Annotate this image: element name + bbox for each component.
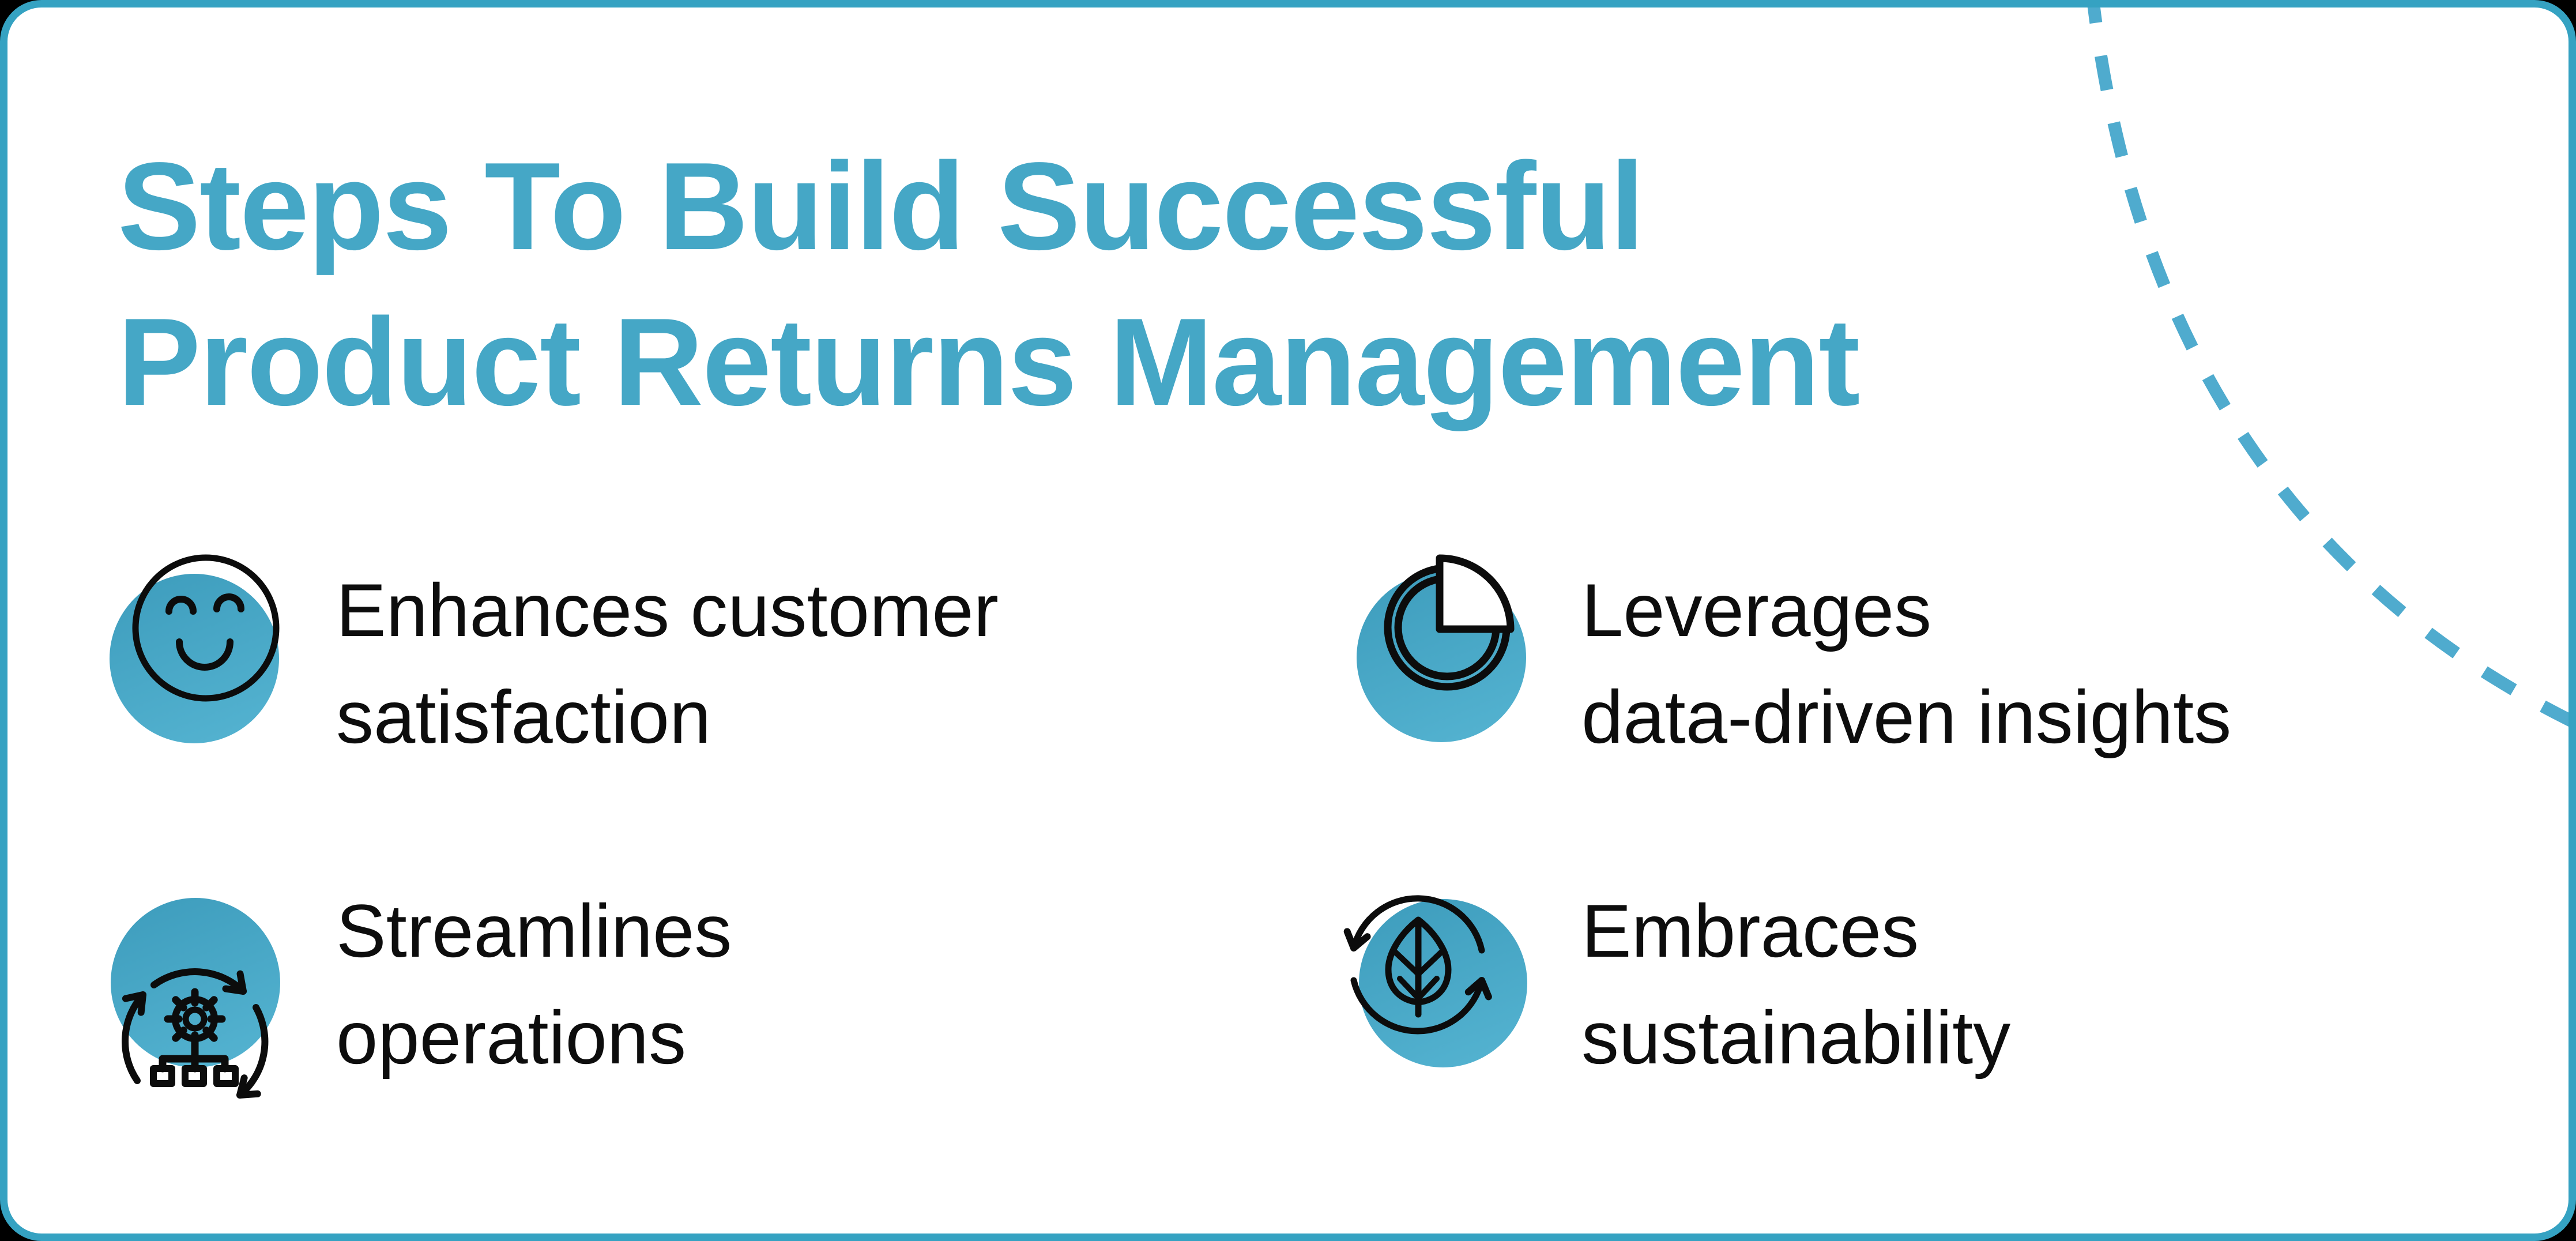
item-line: operations xyxy=(336,995,687,1080)
left-eye xyxy=(165,596,197,615)
recycle-arrow-top xyxy=(1343,895,1485,954)
item-line: Leverages xyxy=(1581,568,1932,652)
dashed-curve-decoration xyxy=(2087,7,2569,727)
item-line: Embraces xyxy=(1581,889,1919,973)
cycle-arrow-right xyxy=(236,1004,269,1099)
face-outline xyxy=(132,554,280,702)
item-text-data-insights: Leverages data-driven insights xyxy=(1581,557,2231,770)
cycle-arrow-top xyxy=(150,968,247,995)
gear-hole xyxy=(182,1006,208,1032)
org-chart-boxes xyxy=(150,1065,239,1087)
item-line: data-driven insights xyxy=(1581,675,2232,759)
pie-inner-arc xyxy=(1394,574,1500,680)
org-chart-connectors xyxy=(159,1042,229,1073)
icon-circle xyxy=(111,898,280,1067)
item-line: sustainability xyxy=(1581,995,2011,1080)
cycle-arrow-left xyxy=(122,991,146,1084)
icon-circle xyxy=(110,574,279,743)
pie-outer-arc xyxy=(1384,564,1511,691)
smile xyxy=(176,638,234,671)
card-clip xyxy=(7,7,2569,1234)
title-line-1: Steps To Build Successful xyxy=(118,136,1645,276)
recycle-arrow-bottom xyxy=(1350,977,1492,1035)
item-line: Streamlines xyxy=(336,889,732,973)
leaf-veins xyxy=(1392,949,1444,1001)
pie-chart-icon xyxy=(1357,554,1526,742)
item-line: Enhances customer xyxy=(336,568,999,652)
item-text-operations: Streamlines operations xyxy=(336,878,732,1091)
item-text-sustainability: Embraces sustainability xyxy=(1581,878,2010,1091)
gear-teeth xyxy=(164,988,226,1050)
leaf-recycle-icon xyxy=(1343,895,1527,1067)
gear-org-chart-cycle-icon xyxy=(111,898,280,1099)
item-line: satisfaction xyxy=(336,675,711,759)
right-eye xyxy=(213,593,244,612)
smiley-face-icon xyxy=(110,554,280,743)
title-line-2: Product Returns Management xyxy=(118,292,1860,431)
page-title: Steps To Build Successful Product Return… xyxy=(118,128,1860,439)
pie-wedge xyxy=(1436,554,1515,633)
item-text-customer-satisfaction: Enhances customer satisfaction xyxy=(336,557,999,770)
